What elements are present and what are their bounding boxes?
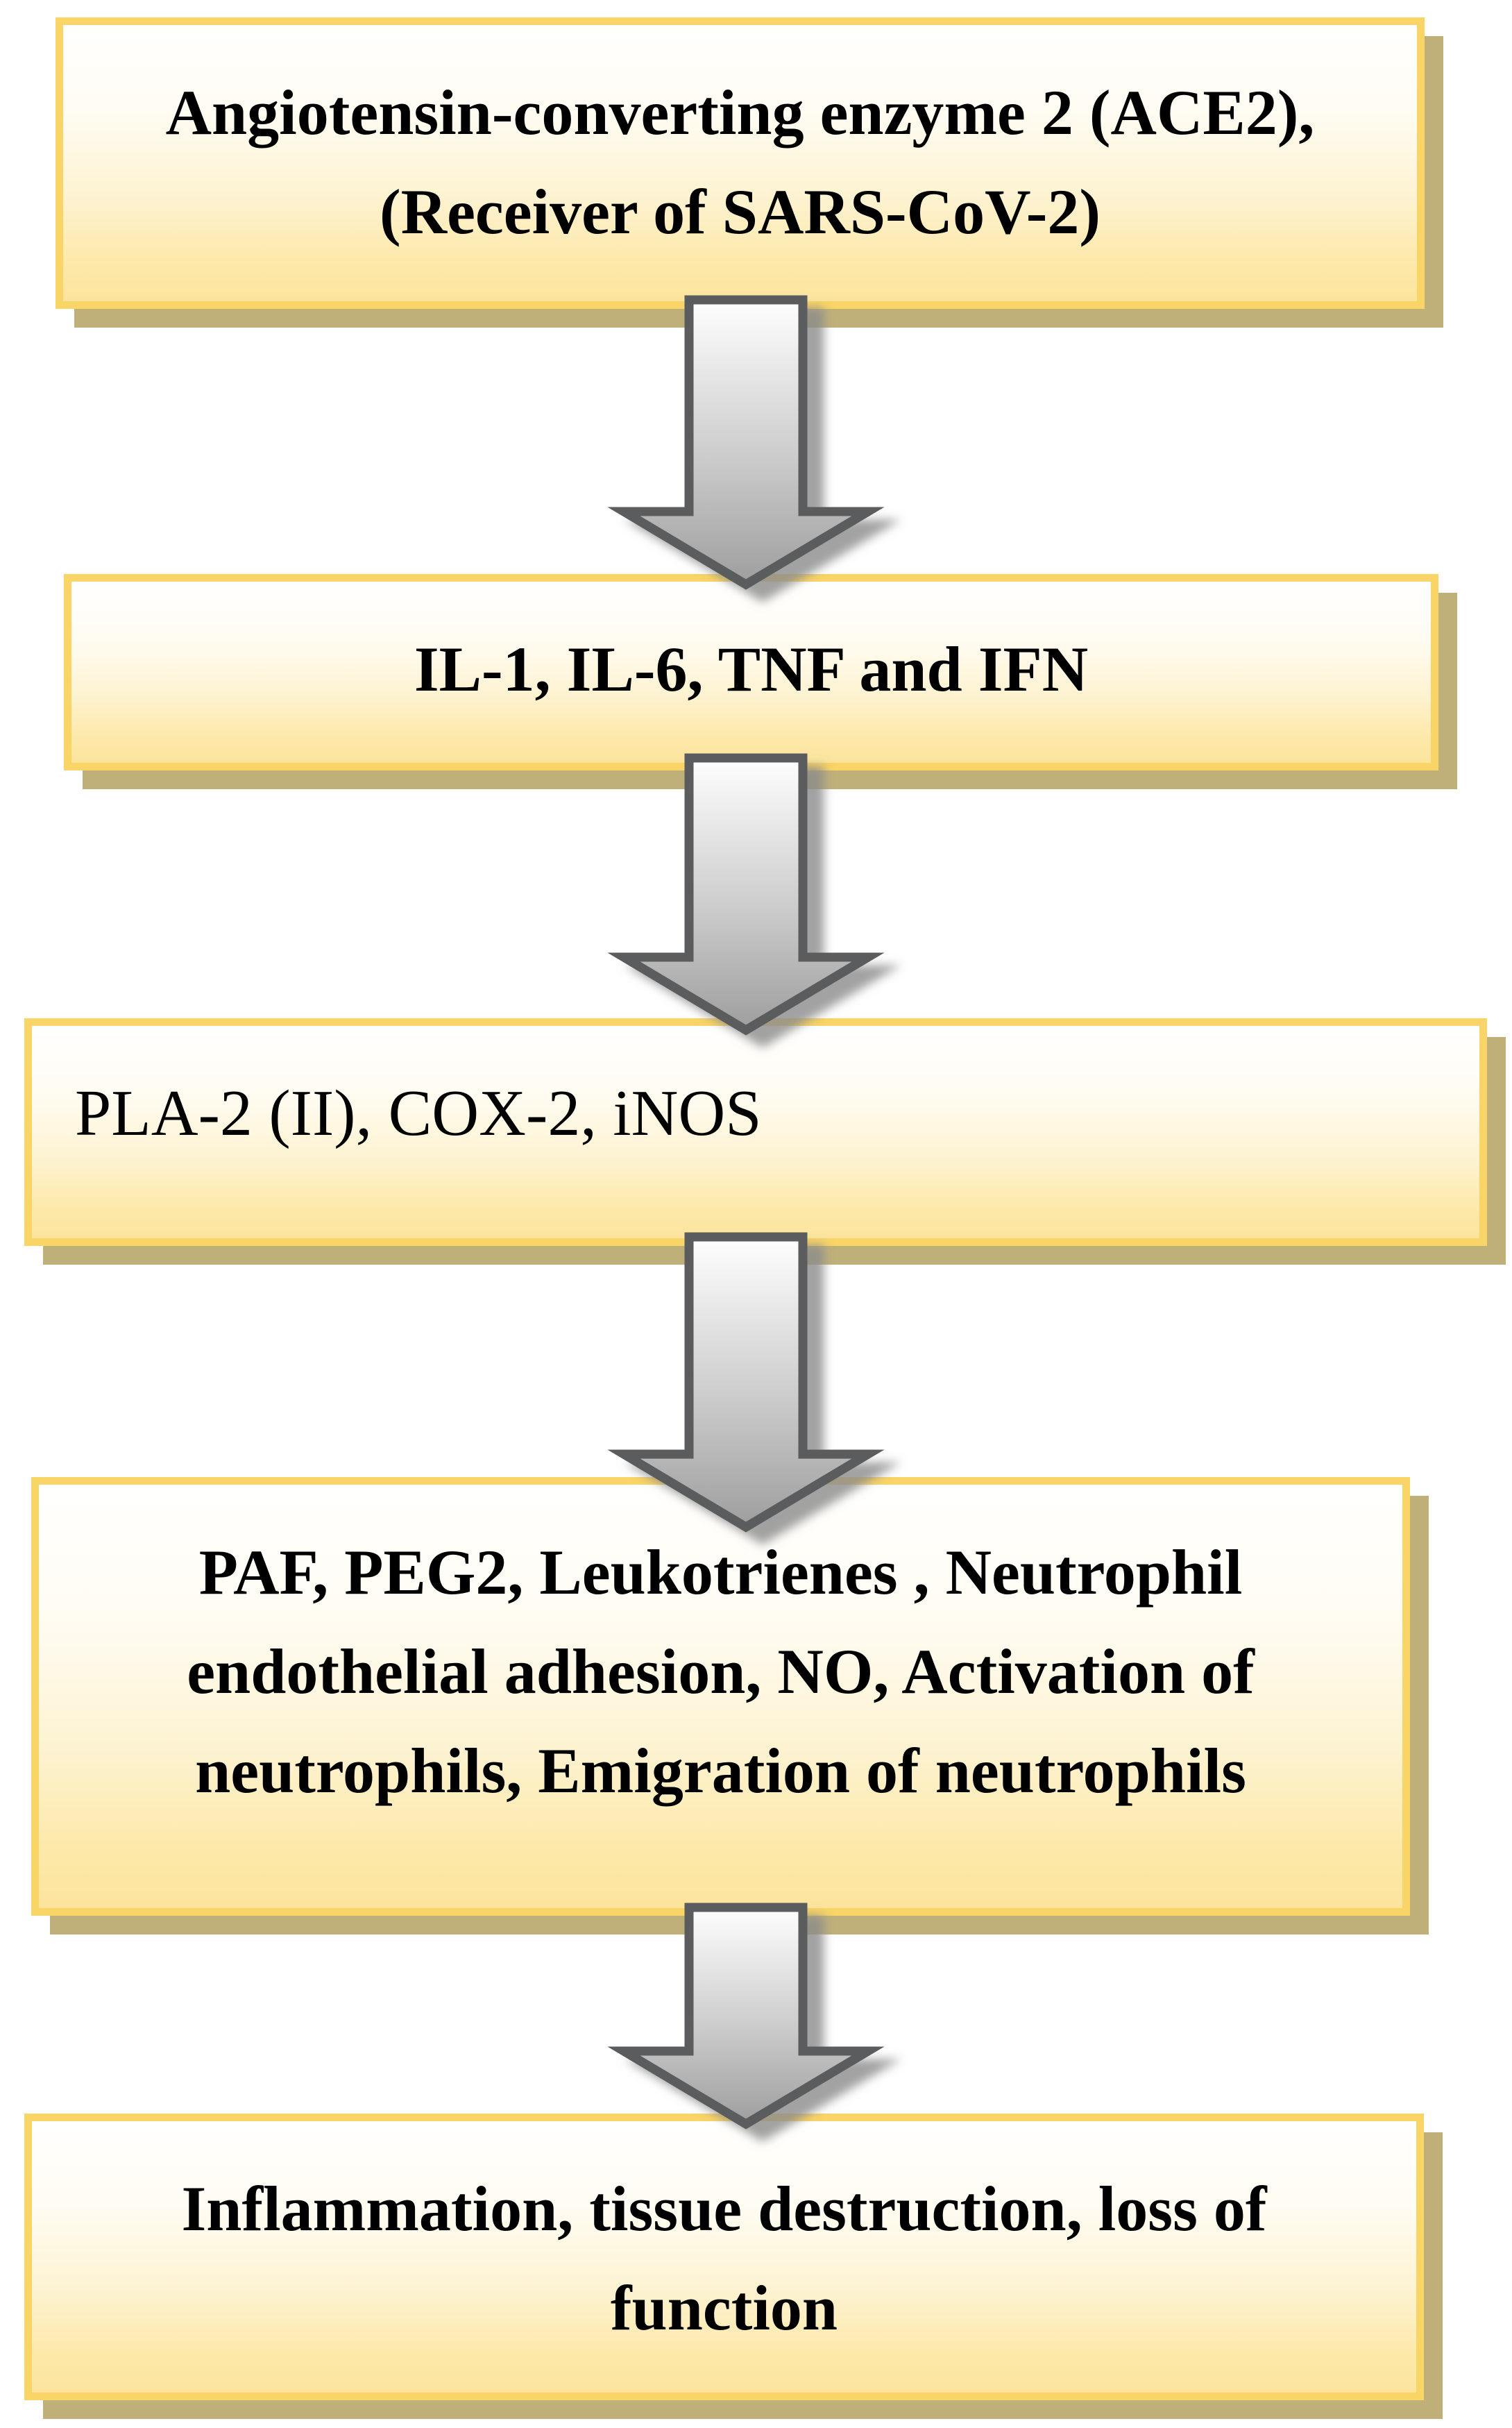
text-line: PLA-2 (II), COX-2, iNOS <box>75 1077 762 1149</box>
text-line: neutrophils, Emigration of neutrophils <box>195 1735 1246 1806</box>
flow-box-ace2: Angiotensin-converting enzyme 2 (ACE2), … <box>56 17 1425 309</box>
text-line: function <box>610 2273 838 2343</box>
down-arrow-icon <box>607 753 885 1036</box>
text-line: IL-1, IL-6, TNF and IFN <box>414 634 1089 705</box>
text-line: Angiotensin-converting enzyme 2 (ACE2), <box>165 77 1315 148</box>
flow-box-outcome: Inflammation, tissue destruction, loss o… <box>24 2114 1424 2400</box>
flow-box-cytokines: IL-1, IL-6, TNF and IFN <box>64 574 1438 770</box>
text-line: Inflammation, tissue destruction, loss o… <box>181 2173 1267 2244</box>
flow-box-outcome-text: Inflammation, tissue destruction, loss o… <box>32 2121 1416 2358</box>
flow-box-mediators-text: PAF, PEG2, Leukotrienes , Neutrophil end… <box>39 1485 1402 1821</box>
flow-box-ace2-text: Angiotensin-converting enzyme 2 (ACE2), … <box>63 25 1417 262</box>
flow-box-enzymes: PLA-2 (II), COX-2, iNOS <box>24 1018 1487 1246</box>
text-line: endothelial adhesion, NO, Activation of <box>187 1636 1255 1707</box>
text-line: PAF, PEG2, Leukotrienes , Neutrophil <box>198 1537 1243 1608</box>
down-arrow-icon <box>607 1903 885 2130</box>
flow-box-enzymes-text: PLA-2 (II), COX-2, iNOS <box>32 1026 1479 1163</box>
flow-box-mediators: PAF, PEG2, Leukotrienes , Neutrophil end… <box>31 1477 1410 1916</box>
text-line: (Receiver of SARS-CoV-2) <box>380 176 1101 247</box>
down-arrow-icon <box>607 295 885 590</box>
flow-box-cytokines-text: IL-1, IL-6, TNF and IFN <box>71 582 1431 719</box>
